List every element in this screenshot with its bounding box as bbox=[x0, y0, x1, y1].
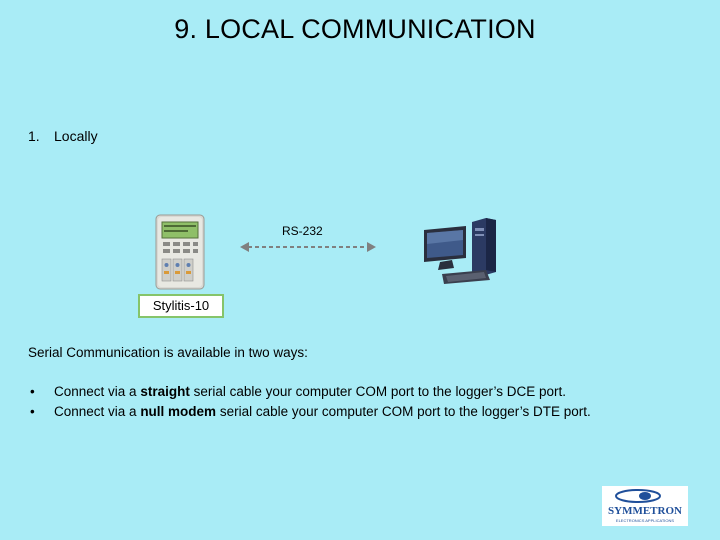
bullet-item: • Connect via a straight serial cable you… bbox=[28, 382, 591, 402]
slide-title: 9. LOCAL COMMUNICATION bbox=[174, 14, 536, 44]
bullet-emphasis: null modem bbox=[140, 404, 217, 419]
section-label: Locally bbox=[54, 128, 98, 144]
device-label: Stylitis-10 bbox=[138, 294, 224, 318]
bullet-list: • Connect via a straight serial cable you… bbox=[28, 382, 591, 422]
bullet-emphasis: straight bbox=[140, 384, 190, 399]
section-number: 1. bbox=[28, 128, 40, 144]
dashed-double-arrow-icon bbox=[240, 242, 376, 252]
bullet-text: Connect via a bbox=[54, 404, 141, 419]
bullet-text: serial cable your computer COM port to t… bbox=[189, 384, 566, 399]
bullet-dot: • bbox=[30, 404, 35, 419]
section-heading: 1. Locally bbox=[28, 128, 98, 144]
symmetron-logo: SYMMETRON ELECTRONICS APPLICATIONS bbox=[602, 486, 688, 526]
data-logger-device-icon bbox=[155, 214, 205, 290]
bullet-text: serial cable your computer COM port to t… bbox=[216, 404, 591, 419]
link-label: RS-232 bbox=[282, 224, 323, 238]
logo-wordmark: SYMMETRON bbox=[608, 505, 682, 517]
desktop-computer-icon bbox=[424, 218, 496, 284]
logo-tagline: ELECTRONICS APPLICATIONS bbox=[616, 518, 674, 523]
intro-text: Serial Communication is available in two… bbox=[28, 345, 308, 360]
bullet-item: • Connect via a null modem serial cable y… bbox=[28, 402, 591, 422]
bullet-text: Connect via a bbox=[54, 384, 141, 399]
bullet-dot: • bbox=[30, 384, 35, 399]
